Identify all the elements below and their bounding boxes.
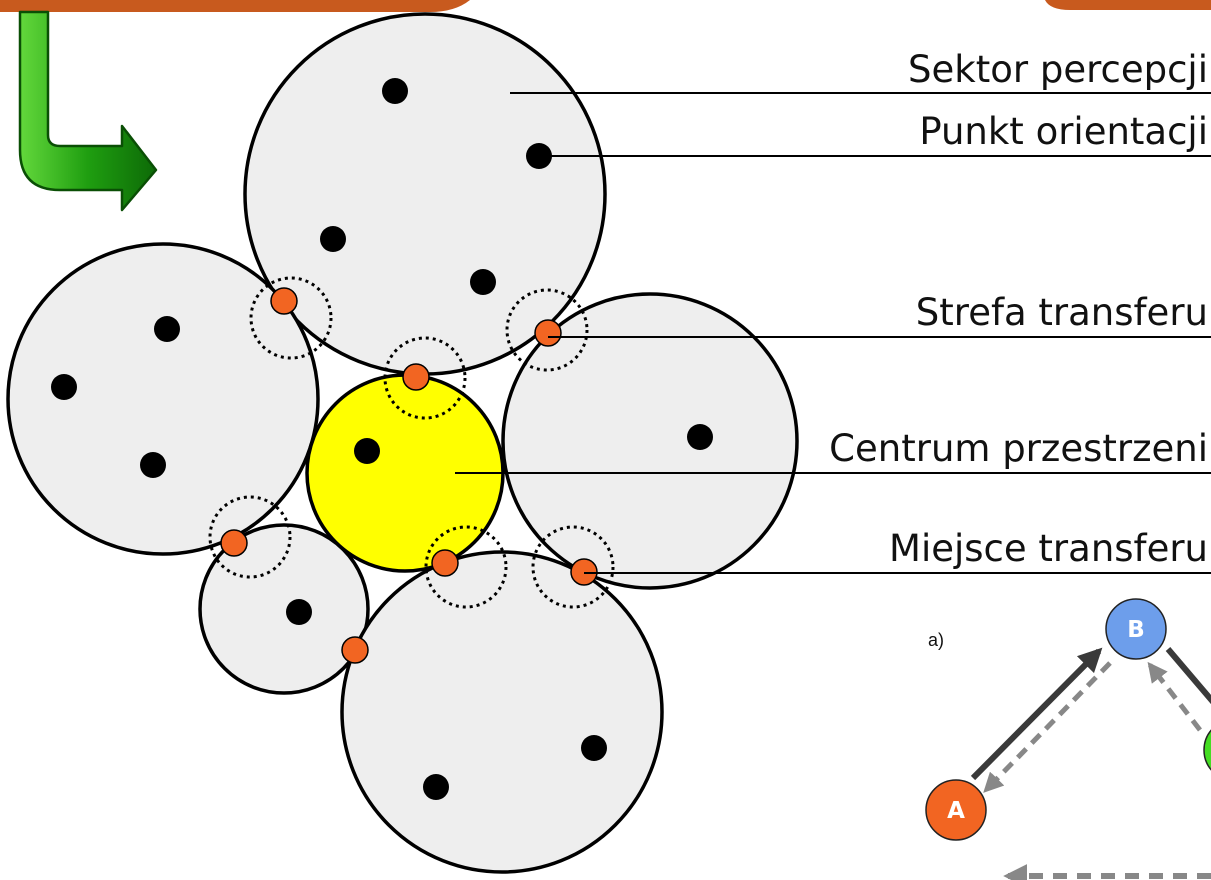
sector-bottom (340, 550, 664, 874)
transfer-places (220, 287, 598, 664)
transfer-place (341, 636, 369, 664)
orientation-point (687, 424, 713, 450)
orientation-point (423, 774, 449, 800)
transfer-place (534, 319, 562, 347)
transfer-place (220, 529, 248, 557)
transfer-zone (208, 495, 292, 579)
top-banner-right (1045, 0, 1211, 10)
label-orientation-point: Punkt orientacji (919, 110, 1208, 153)
orientation-point (470, 269, 496, 295)
transfer-zone (249, 276, 333, 360)
orientation-point (320, 226, 346, 252)
edge-a-to-b (970, 647, 1103, 781)
sector-left (6, 242, 320, 556)
orientation-point (154, 316, 180, 342)
label-transfer-place: Miejsce transferu (889, 527, 1208, 570)
transfer-zones (208, 276, 615, 609)
orientation-point (286, 599, 312, 625)
leader-lines (455, 92, 1211, 574)
label-sector: Sektor percepcji (908, 48, 1208, 91)
transfer-zone (383, 336, 467, 420)
orientation-point (354, 438, 380, 464)
transfer-place (431, 549, 459, 577)
transfer-zone (505, 288, 589, 372)
top-banner-left (0, 0, 470, 12)
node-a (925, 779, 987, 841)
orientation-point (382, 78, 408, 104)
panel-a: a) B A (925, 598, 1211, 880)
transfer-zone (531, 525, 615, 609)
transfer-place (270, 287, 298, 315)
panel-a-label: a) (928, 630, 944, 650)
sector-small (198, 523, 370, 695)
node-a-label: A (947, 798, 965, 824)
sector-right (501, 292, 799, 590)
orientation-point (140, 452, 166, 478)
orientation-point (51, 374, 77, 400)
label-transfer-zone: Strefa transferu (916, 291, 1208, 334)
edge-b-to-a (983, 661, 1112, 793)
edge-c-to-b (1147, 661, 1202, 732)
node-b (1105, 598, 1167, 660)
transfer-place (402, 363, 430, 391)
orientation-point (581, 735, 607, 761)
node-b-label: B (1127, 617, 1145, 643)
node-c (1203, 729, 1211, 771)
label-center: Centrum przestrzeni (829, 427, 1208, 470)
transfer-zone (424, 525, 508, 609)
edge-b-to-c (1165, 647, 1211, 705)
arrow-down-right-icon (18, 10, 158, 212)
